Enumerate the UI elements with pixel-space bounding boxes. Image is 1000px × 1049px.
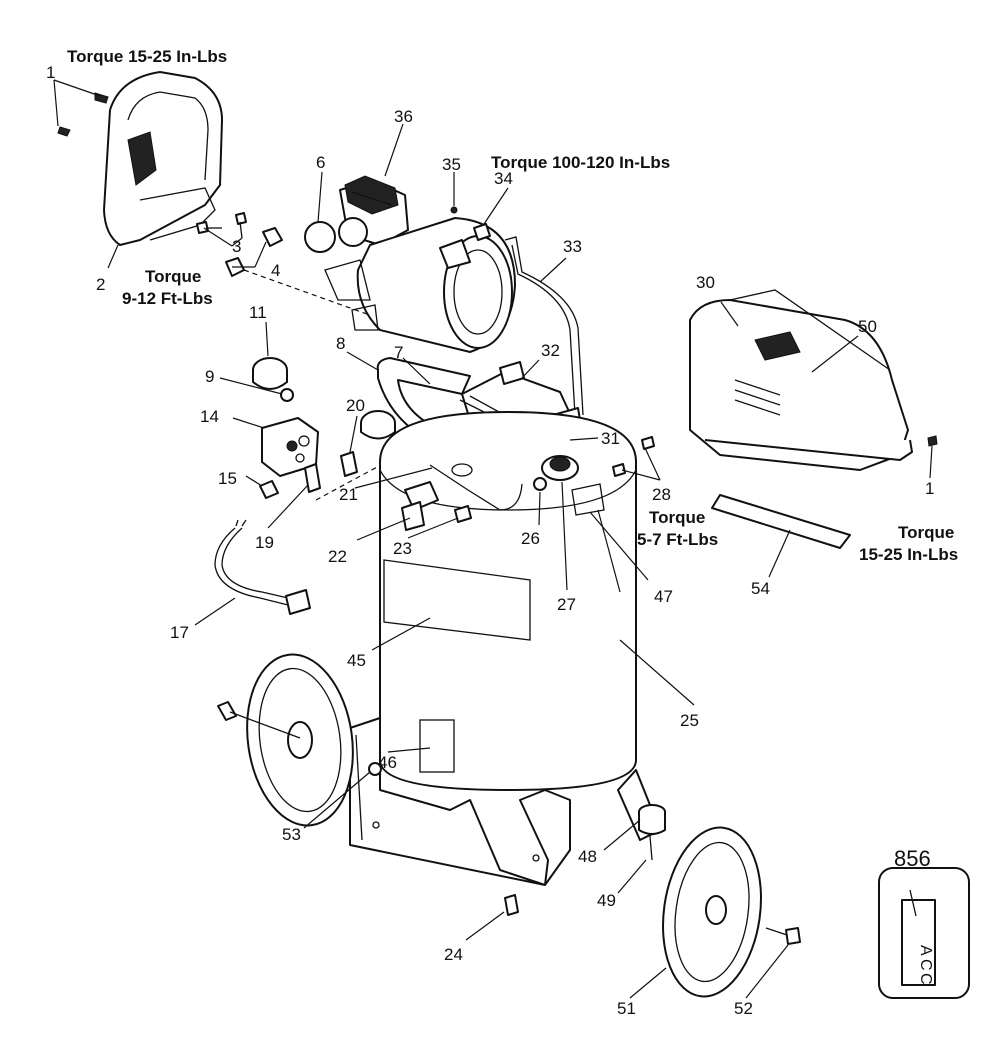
nipple-20 xyxy=(340,451,358,477)
callout-7: 7 xyxy=(394,343,403,362)
callout-23: 23 xyxy=(393,539,412,558)
accessory-kit-text: 856 A C C xyxy=(894,846,934,985)
callout-24: 24 xyxy=(444,945,463,964)
power-cord-17 xyxy=(214,519,311,615)
pressure-switch-14 xyxy=(261,417,319,477)
callout-27: 27 xyxy=(557,595,576,614)
callout-50: 50 xyxy=(858,317,877,336)
fitting-34 xyxy=(473,223,491,241)
torque-note-center-line1: Torque xyxy=(649,508,705,527)
kit-number: 856 xyxy=(894,846,931,871)
leader-lines xyxy=(53,79,933,999)
torque-note-center-line2: 5-7 Ft-Lbs xyxy=(637,530,718,549)
callout-17: 17 xyxy=(170,623,189,642)
bolt-28b xyxy=(612,463,626,477)
callout-45: 45 xyxy=(347,651,366,670)
callout-15: 15 xyxy=(218,469,237,488)
callout-28: 28 xyxy=(652,485,671,504)
nut-53 xyxy=(368,762,382,776)
callout-labels: 1 2 3 4 6 7 8 9 11 14 15 17 19 20 21 22 … xyxy=(46,63,934,1018)
callout-11: 11 xyxy=(249,303,267,322)
screw-1b xyxy=(927,435,938,447)
fitting-15 xyxy=(259,480,279,499)
callout-26: 26 xyxy=(521,529,540,548)
torque-note-top-left: Torque 15-25 In-Lbs xyxy=(67,47,227,66)
callout-25: 25 xyxy=(680,711,699,730)
callout-34: 34 xyxy=(494,169,513,188)
kit-letter-c2: C xyxy=(917,973,934,985)
callout-8: 8 xyxy=(336,334,345,353)
callout-48: 48 xyxy=(578,847,597,866)
callout-33: 33 xyxy=(563,237,582,256)
gauge-11 xyxy=(252,357,288,390)
callout-32: 32 xyxy=(541,341,560,360)
callout-54: 54 xyxy=(751,579,770,598)
right-shroud xyxy=(689,289,913,549)
foot-48 xyxy=(638,804,666,835)
callout-52: 52 xyxy=(734,999,753,1018)
callout-6: 6 xyxy=(316,153,325,172)
drain-valve-24 xyxy=(504,894,519,916)
torque-note-left-line2: 9-12 Ft-Lbs xyxy=(122,289,213,308)
callout-51: 51 xyxy=(617,999,636,1018)
callout-19: 19 xyxy=(255,533,274,552)
callout-47: 47 xyxy=(654,587,673,606)
callout-4: 4 xyxy=(271,261,280,280)
callout-14: 14 xyxy=(200,407,219,426)
tank-25 xyxy=(379,411,637,791)
callout-20: 20 xyxy=(346,396,365,415)
callout-21: 21 xyxy=(339,485,358,504)
callout-2: 2 xyxy=(96,275,105,294)
wheel-51 xyxy=(662,826,762,998)
bolts-3 xyxy=(196,212,247,239)
callout-3: 3 xyxy=(232,237,241,256)
gauge-second xyxy=(360,410,396,440)
kit-letter-a: A xyxy=(917,945,934,956)
callout-53: 53 xyxy=(282,825,301,844)
axle-bolt-52 xyxy=(765,927,801,945)
bolt-28a xyxy=(641,436,655,450)
wheel-left xyxy=(217,653,354,827)
callout-1: 1 xyxy=(46,63,55,82)
torque-note-right-line2: 15-25 In-Lbs xyxy=(859,545,958,564)
callout-22: 22 xyxy=(328,547,347,566)
torque-notes: Torque 15-25 In-Lbs Torque 100-120 In-Lb… xyxy=(67,47,958,564)
left-shroud xyxy=(103,71,223,246)
callout-9: 9 xyxy=(205,367,214,386)
callout-1b: 1 xyxy=(925,479,934,498)
motor-pump-assembly xyxy=(304,175,584,416)
torque-note-left-line1: Torque xyxy=(145,267,201,286)
accessory-kit-856 xyxy=(878,867,970,999)
callout-31: 31 xyxy=(601,429,620,448)
bolt-49 xyxy=(646,833,656,861)
nipple-19 xyxy=(304,463,321,493)
callout-49: 49 xyxy=(597,891,616,910)
torque-note-top-center: Torque 100-120 In-Lbs xyxy=(491,153,670,172)
torque-note-right-line1: Torque xyxy=(898,523,954,542)
callout-46: 46 xyxy=(378,753,397,772)
callout-35: 35 xyxy=(442,155,461,174)
plug-9 xyxy=(280,388,294,402)
screw-1a xyxy=(57,92,109,137)
plug-35 xyxy=(450,206,458,214)
kit-letter-c1: C xyxy=(917,959,934,971)
callout-36: 36 xyxy=(394,107,413,126)
callout-30: 30 xyxy=(696,273,715,292)
